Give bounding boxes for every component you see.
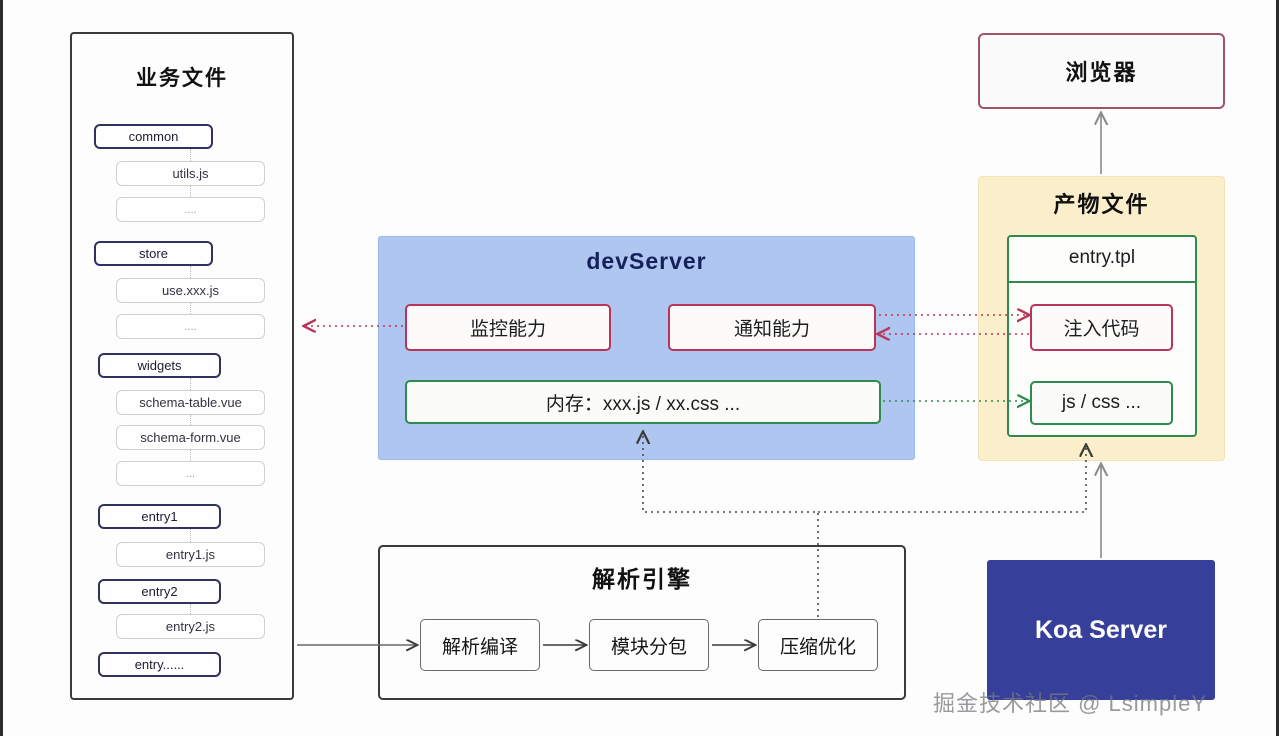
koa-server-label: Koa Server [1034, 615, 1168, 644]
folder-store[interactable]: store [94, 241, 213, 266]
step-parse-compile-label: 解析编译 [441, 636, 518, 658]
business-files-title: 业务文件 [136, 67, 228, 90]
file-schema-form-vue[interactable]: schema-form.vue [116, 425, 265, 450]
folder-entry2-label: entry2 [141, 584, 178, 599]
folder-widgets-label: widgets [137, 358, 182, 373]
folder-common[interactable]: common [94, 124, 213, 149]
entry-tpl-header: entry.tpl [1007, 235, 1197, 283]
file-entry2-js-label: entry2.js [165, 619, 216, 634]
folder-widgets[interactable]: widgets [98, 353, 221, 378]
file-widgets-more[interactable]: ... [116, 461, 265, 486]
file-utils-js-label: utils.js [172, 166, 209, 181]
file-store-more-label: .... [184, 320, 197, 333]
notify-capability-box[interactable]: 通知能力 [668, 304, 876, 351]
entry-tpl-label: entry.tpl [1068, 247, 1136, 268]
connector-dots [190, 266, 191, 278]
step-minify-optimize[interactable]: 压缩优化 [758, 619, 878, 671]
file-common-more[interactable]: .... [116, 197, 265, 222]
step-parse-compile[interactable]: 解析编译 [420, 619, 540, 671]
step-module-split[interactable]: 模块分包 [589, 619, 709, 671]
watch-capability-label: 监控能力 [469, 319, 546, 340]
file-schema-form-vue-label: schema-form.vue [140, 430, 241, 445]
file-widgets-more-label: ... [185, 467, 196, 480]
js-css-label: js / css ... [1061, 392, 1142, 413]
folder-entry1-label: entry1 [141, 509, 178, 524]
browser-box[interactable]: 浏览器 [978, 33, 1225, 109]
folder-entry-more[interactable]: entry...... [98, 652, 221, 677]
file-entry2-js[interactable]: entry2.js [116, 614, 265, 639]
connector-dots [190, 378, 191, 390]
koa-server-box[interactable]: Koa Server [987, 560, 1215, 700]
file-entry1-js-label: entry1.js [165, 547, 216, 562]
artifacts-title: 产物文件 [1053, 192, 1150, 217]
connector-dots [190, 450, 191, 461]
connector-dots [190, 529, 191, 542]
file-entry1-js[interactable]: entry1.js [116, 542, 265, 567]
memory-box[interactable]: 内存：xxx.js / xx.css ... [405, 380, 881, 424]
connector-dots [190, 149, 191, 161]
file-store-more[interactable]: .... [116, 314, 265, 339]
memory-label: 内存：xxx.js / xx.css ... [545, 393, 741, 415]
connector-dots [190, 186, 191, 197]
file-schema-table-vue[interactable]: schema-table.vue [116, 390, 265, 415]
step-module-split-label: 模块分包 [610, 636, 687, 658]
folder-entry1[interactable]: entry1 [98, 504, 221, 529]
connector-dots [190, 303, 191, 314]
file-utils-js[interactable]: utils.js [116, 161, 265, 186]
step-minify-optimize-label: 压缩优化 [779, 636, 856, 658]
file-use-xxx-js[interactable]: use.xxx.js [116, 278, 265, 303]
folder-store-label: store [139, 246, 168, 261]
notify-capability-label: 通知能力 [733, 319, 810, 340]
folder-entry-more-label: entry...... [134, 657, 185, 672]
connector-dots [190, 604, 191, 614]
inject-code-box[interactable]: 注入代码 [1030, 304, 1173, 351]
folder-entry2[interactable]: entry2 [98, 579, 221, 604]
inject-code-label: 注入代码 [1063, 319, 1140, 340]
browser-label: 浏览器 [1065, 60, 1138, 85]
js-css-box[interactable]: js / css ... [1030, 381, 1173, 425]
file-schema-table-vue-label: schema-table.vue [139, 395, 242, 410]
dev-server-title: devServer [586, 248, 707, 274]
watermark: 掘金技术社区 @ LsimpleY [933, 691, 1208, 716]
folder-common-label: common [128, 129, 179, 144]
parse-engine-title: 解析引擎 [592, 566, 692, 592]
watch-capability-box[interactable]: 监控能力 [405, 304, 611, 351]
file-use-xxx-js-label: use.xxx.js [161, 283, 220, 298]
file-common-more-label: .... [184, 203, 197, 216]
connector-dots [190, 415, 191, 425]
